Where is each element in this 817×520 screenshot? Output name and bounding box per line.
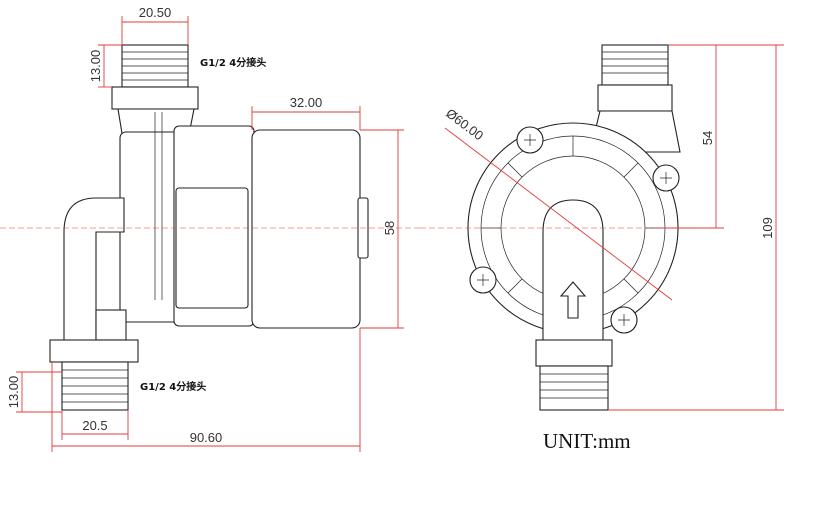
lower-elbow: [63, 197, 125, 341]
front-top-nut: [597, 84, 673, 112]
dim-body-width: 32.00: [290, 95, 323, 110]
front-bottom-nut: [535, 339, 613, 367]
volute-housing: [119, 131, 181, 323]
top-fitting-note: G1/2 4分接头: [200, 56, 266, 69]
dim-bottom-height: 13.00: [6, 376, 21, 409]
flow-arrow-icon: [559, 281, 587, 319]
front-view: Ø60.00 54 109: [420, 44, 784, 411]
dim-total-height: 109: [760, 217, 775, 239]
bottom-thread-lines: [62, 369, 128, 403]
side-view: 20.50 13.00 G1/2 4分接头 32.00 58 13.00 G1/…: [0, 5, 420, 452]
dim-half-height: 54: [700, 131, 715, 145]
dim-top-width: 20.50: [139, 5, 172, 20]
front-top-thread: [601, 44, 669, 86]
dim-bottom-width: 20.5: [82, 418, 107, 433]
front-bottom-thread: [539, 365, 609, 411]
mounting-screws: [469, 126, 680, 334]
side-dimension-lines: [16, 16, 404, 452]
dim-diameter: Ø60.00: [443, 106, 486, 144]
bottom-nut: [49, 339, 139, 363]
top-thread-lines: [122, 51, 188, 81]
top-nut: [111, 86, 199, 110]
inlet-channel: [542, 199, 604, 341]
dim-top-height: 13.00: [88, 50, 103, 83]
bottom-fitting-note: G1/2 4分接头: [140, 380, 206, 393]
motor-can: [251, 129, 361, 329]
dim-overall-length: 90.60: [190, 430, 223, 445]
unit-label: UNIT:mm: [543, 429, 631, 453]
front-dimension-lines: [444, 44, 784, 411]
dim-body-height: 58: [382, 221, 397, 235]
